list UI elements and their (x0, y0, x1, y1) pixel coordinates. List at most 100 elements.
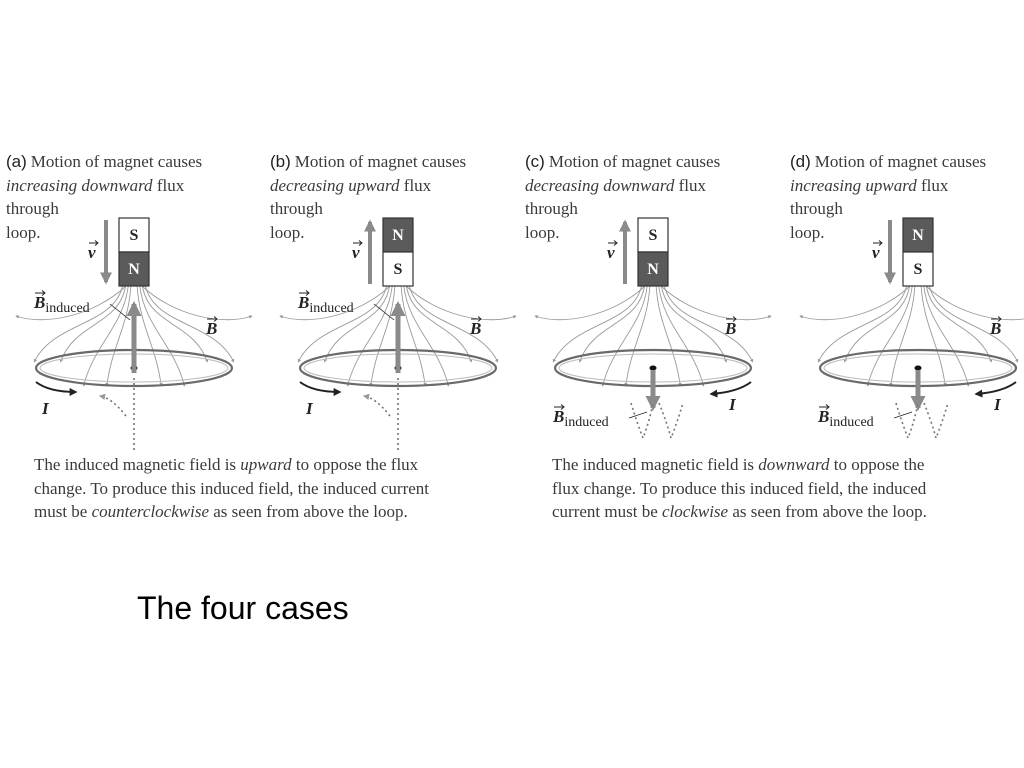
vector-arrow-glyph (873, 240, 883, 246)
caption-emphasis: counterclockwise (91, 502, 209, 521)
leader-line (373, 303, 395, 321)
caption-text: The induced magnetic field is (34, 455, 237, 474)
leader-line (109, 303, 131, 321)
header-suffix: flux (156, 175, 185, 195)
field-line (279, 285, 391, 321)
field-line (624, 285, 651, 387)
magnet-bottom-pole (382, 251, 414, 287)
panel-header: (c)Motion of magnet causes decreasing do… (525, 150, 720, 244)
diagram-panel-c: (c)Motion of magnet causes decreasing do… (525, 150, 775, 460)
field-line (323, 285, 391, 363)
field-line (105, 285, 132, 387)
panel-tag: (d) (790, 152, 811, 171)
dotted-curve (895, 402, 919, 441)
caption-text: flux change. To produce this induced fie… (552, 478, 927, 498)
b-induced-label: Binduced (817, 407, 874, 430)
field-line (33, 285, 124, 363)
header-line4: loop. (790, 222, 825, 242)
header-prefix: Motion of magnet causes (30, 152, 203, 171)
magnet-top-label: S (130, 227, 139, 244)
header-line3: through (6, 199, 59, 218)
magnet-bottom-label: N (647, 261, 659, 278)
loop-center-dot (914, 365, 922, 371)
current-arrow (35, 381, 78, 396)
b-field-label: B (205, 319, 217, 338)
dotted-curve (630, 402, 654, 441)
caption-left: The induced magnetic field is upward to … (34, 453, 429, 524)
caption-emphasis: clockwise (662, 502, 729, 521)
magnet-top-label: N (392, 227, 404, 244)
field-line (59, 285, 127, 363)
field-line (799, 285, 911, 321)
vector-arrow-glyph (991, 316, 1002, 322)
caption-text: current must be (552, 502, 658, 521)
header-line3: through (270, 199, 323, 218)
dotted-curve (923, 402, 949, 441)
vector-arrow-glyph (819, 404, 830, 410)
field-line (843, 285, 911, 363)
diagram-panel-d: (d)Motion of magnet causes increasing up… (790, 150, 1024, 460)
field-line (15, 285, 127, 321)
caption-right: The induced magnetic field is downward t… (552, 453, 927, 524)
field-line (660, 285, 772, 321)
header-line4: loop. (6, 222, 41, 242)
magnet-top-pole (902, 217, 934, 253)
panel-header: (a)Motion of magnet causes increasing do… (6, 150, 202, 244)
field-line (889, 285, 916, 387)
current-label: I (41, 399, 50, 418)
caption-text: change. To produce this induced field, t… (34, 478, 430, 498)
header-suffix: flux (920, 175, 949, 195)
panel-header: (b)Motion of magnet causes decreasing up… (270, 150, 466, 244)
magnet-bottom-pole (637, 251, 669, 287)
velocity-label: v (88, 243, 96, 262)
field-line (925, 285, 993, 363)
field-line (403, 285, 450, 387)
b-induced-label: Binduced (33, 293, 90, 316)
current-label: I (305, 399, 314, 418)
vector-arrow-glyph (207, 316, 218, 322)
panel-tag: (c) (525, 152, 545, 171)
leader-line (893, 411, 913, 419)
field-line (136, 285, 163, 387)
field-line (923, 285, 970, 387)
dotted-current-hint (98, 393, 127, 417)
magnet-top-pole (118, 217, 150, 253)
magnet-top-pole (382, 217, 414, 253)
field-line (920, 285, 947, 387)
current-label: I (728, 395, 737, 414)
header-line3: through (525, 199, 578, 218)
field-line (655, 285, 682, 387)
vector-arrow-glyph (608, 240, 618, 246)
field-line (866, 285, 913, 387)
header-prefix: Motion of magnet causes (294, 152, 467, 171)
magnet-top-pole (637, 217, 669, 253)
header-line4: loop. (270, 222, 305, 242)
header-prefix: Motion of magnet causes (814, 152, 987, 171)
magnet-top-label: S (649, 227, 658, 244)
field-line (601, 285, 648, 387)
field-line (408, 285, 499, 363)
caption-text: must be (34, 502, 88, 521)
slide-title: The four cases (137, 590, 349, 626)
field-line (552, 285, 643, 363)
field-line (400, 285, 427, 387)
current-label: I (993, 395, 1002, 414)
dotted-curve (658, 402, 684, 441)
field-line (405, 285, 473, 363)
field-line (141, 285, 253, 321)
field-line (817, 285, 908, 363)
field-line (578, 285, 646, 363)
caption-emphasis: upward (240, 455, 292, 474)
current-arrow (974, 381, 1017, 398)
magnet-top-label: N (912, 227, 924, 244)
header-line4: loop. (525, 222, 560, 242)
vector-arrow-glyph (299, 290, 310, 296)
caption-text: The induced magnetic field is (552, 455, 755, 474)
field-line (405, 285, 517, 321)
loop-center-dot (649, 365, 657, 371)
field-line (534, 285, 646, 321)
b-field-label: B (724, 319, 736, 338)
field-line (346, 285, 393, 387)
